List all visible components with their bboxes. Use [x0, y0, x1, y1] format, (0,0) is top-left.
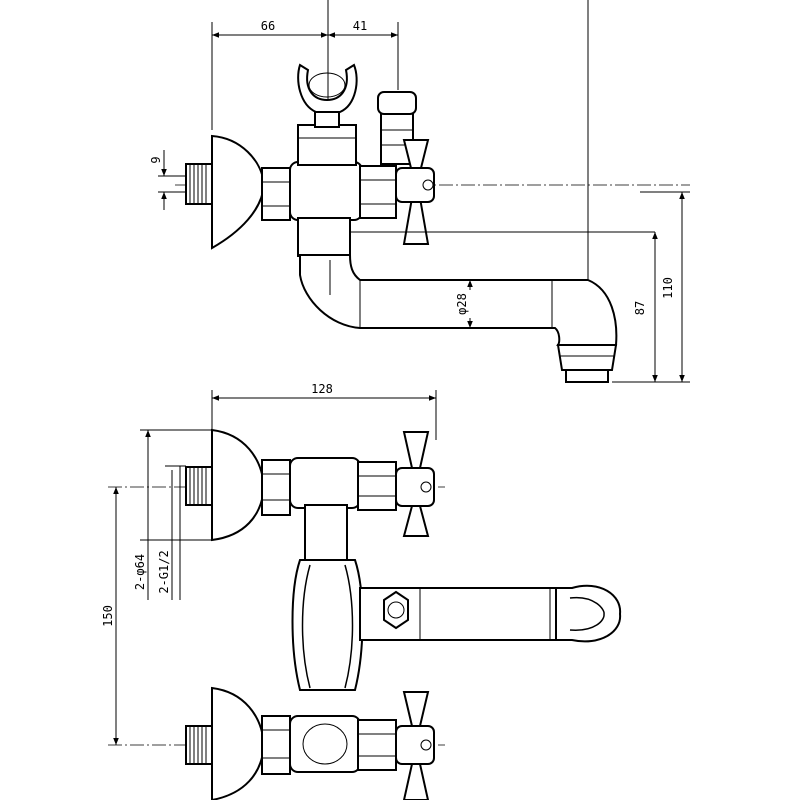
- dim-label-150: 150: [101, 605, 115, 627]
- shower-holder: [297, 63, 358, 166]
- dim-label-9: 9: [149, 156, 163, 163]
- mixer-body: [289, 161, 363, 221]
- vertical-riser: [291, 504, 364, 691]
- hex-nut-left: [261, 167, 291, 221]
- dimension-thread: 2-G1/2: [157, 465, 186, 600]
- dimension-diameter-28: φ28: [455, 279, 480, 329]
- diverter-hex: [383, 590, 409, 630]
- dim-label-110: 110: [661, 277, 675, 299]
- spout-connector: [297, 217, 351, 257]
- upper-inlet-assembly: [185, 428, 435, 542]
- dimension-87: 87: [612, 232, 662, 383]
- dimension-9: 9: [149, 150, 186, 210]
- dim-label-87: 87: [633, 301, 647, 315]
- dim-label-128: 128: [311, 382, 333, 396]
- dimension-41: 41: [328, 19, 399, 90]
- dim-label-g12: 2-G1/2: [157, 550, 171, 593]
- threaded-inlet: [185, 163, 213, 205]
- spout-aerator: [556, 344, 618, 383]
- dim-label-dia64: 2-φ64: [133, 554, 147, 590]
- wall-flange: [211, 134, 266, 250]
- lower-inlet-assembly: [185, 686, 435, 800]
- dim-label-28: φ28: [455, 293, 469, 315]
- plan-view: 128 150 2-φ64 2-G1/2: [101, 382, 622, 800]
- hex-nut-right: [359, 165, 397, 219]
- dimension-66: 66: [211, 19, 328, 130]
- dimension-flange-diameter: 2-φ64: [133, 429, 212, 600]
- dimension-128: 128: [211, 382, 437, 440]
- dim-label-66: 66: [261, 19, 275, 33]
- dimension-110: 110: [640, 191, 690, 383]
- dimension-150: 150: [101, 487, 119, 745]
- dim-label-41: 41: [353, 19, 367, 33]
- side-elevation-view: 66 41 9: [149, 0, 690, 383]
